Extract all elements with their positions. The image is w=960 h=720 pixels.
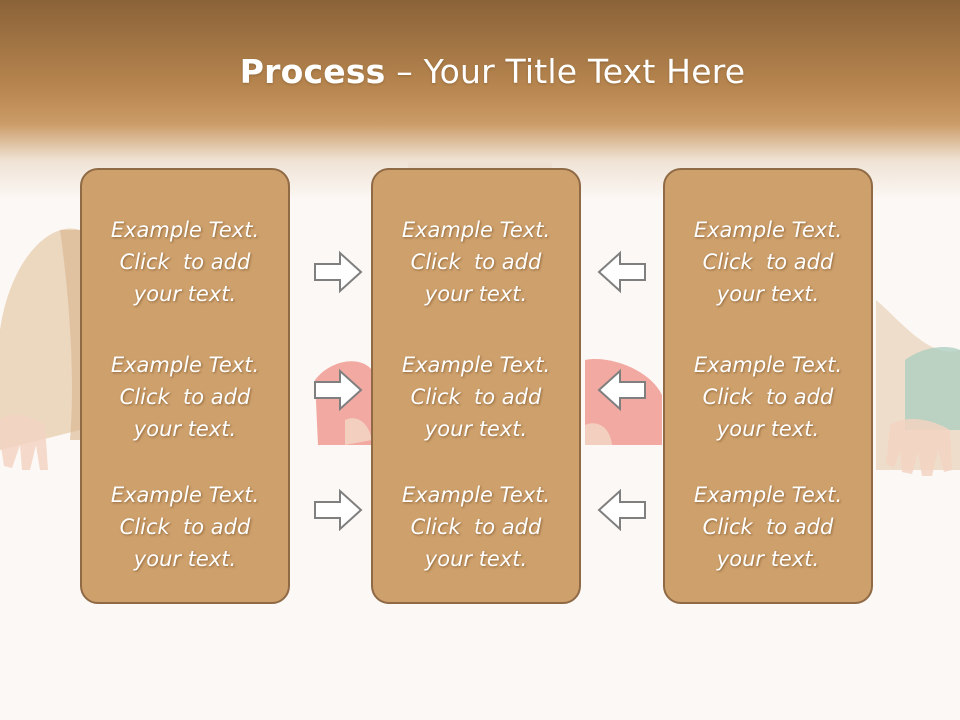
text-block[interactable]: Example Text. Click to add your text. xyxy=(373,479,579,575)
text-line: Click to add xyxy=(119,515,251,539)
process-box-center[interactable]: Example Text. Click to add your text. Ex… xyxy=(371,168,581,604)
text-line: Example Text. xyxy=(693,353,843,377)
text-line: your text. xyxy=(424,547,528,571)
text-line: Example Text. xyxy=(401,353,551,377)
text-line: your text. xyxy=(133,547,237,571)
header-band xyxy=(0,0,960,200)
text-block[interactable]: Example Text. Click to add your text. xyxy=(665,349,871,445)
text-line: Example Text. xyxy=(401,483,551,507)
text-block[interactable]: Example Text. Click to add your text. xyxy=(373,349,579,445)
left-arrow-icon xyxy=(597,250,646,294)
text-block[interactable]: Example Text. Click to add your text. xyxy=(665,214,871,310)
text-line: Example Text. xyxy=(110,218,260,242)
process-box-left[interactable]: Example Text. Click to add your text. Ex… xyxy=(80,168,290,604)
text-line: your text. xyxy=(133,282,237,306)
right-arrow-icon xyxy=(314,250,363,294)
text-line: Example Text. xyxy=(110,483,260,507)
text-line: Click to add xyxy=(119,385,251,409)
text-block[interactable]: Example Text. Click to add your text. xyxy=(665,479,871,575)
right-arrow-icon xyxy=(314,488,363,532)
process-box-right[interactable]: Example Text. Click to add your text. Ex… xyxy=(663,168,873,604)
text-line: your text. xyxy=(716,282,820,306)
text-line: Click to add xyxy=(702,250,834,274)
text-line: your text. xyxy=(424,417,528,441)
text-line: Example Text. xyxy=(401,218,551,242)
text-line: your text. xyxy=(133,417,237,441)
text-block[interactable]: Example Text. Click to add your text. xyxy=(82,214,288,310)
text-line: your text. xyxy=(424,282,528,306)
text-line: Click to add xyxy=(410,385,542,409)
text-line: your text. xyxy=(716,417,820,441)
left-arrow-icon xyxy=(597,488,646,532)
text-line: Click to add xyxy=(702,385,834,409)
text-line: Click to add xyxy=(119,250,251,274)
text-line: Click to add xyxy=(702,515,834,539)
text-block[interactable]: Example Text. Click to add your text. xyxy=(82,479,288,575)
text-line: Example Text. xyxy=(110,353,260,377)
text-line: your text. xyxy=(716,547,820,571)
text-block[interactable]: Example Text. Click to add your text. xyxy=(373,214,579,310)
text-line: Click to add xyxy=(410,250,542,274)
title-bold: Process xyxy=(239,52,386,91)
text-line: Example Text. xyxy=(693,483,843,507)
left-arrow-icon xyxy=(597,368,646,412)
right-arrow-icon xyxy=(314,368,363,412)
text-line: Example Text. xyxy=(693,218,843,242)
slide-title[interactable]: Process – Your Title Text Here xyxy=(0,52,960,91)
text-block[interactable]: Example Text. Click to add your text. xyxy=(82,349,288,445)
title-rest: – Your Title Text Here xyxy=(385,52,746,91)
text-line: Click to add xyxy=(410,515,542,539)
